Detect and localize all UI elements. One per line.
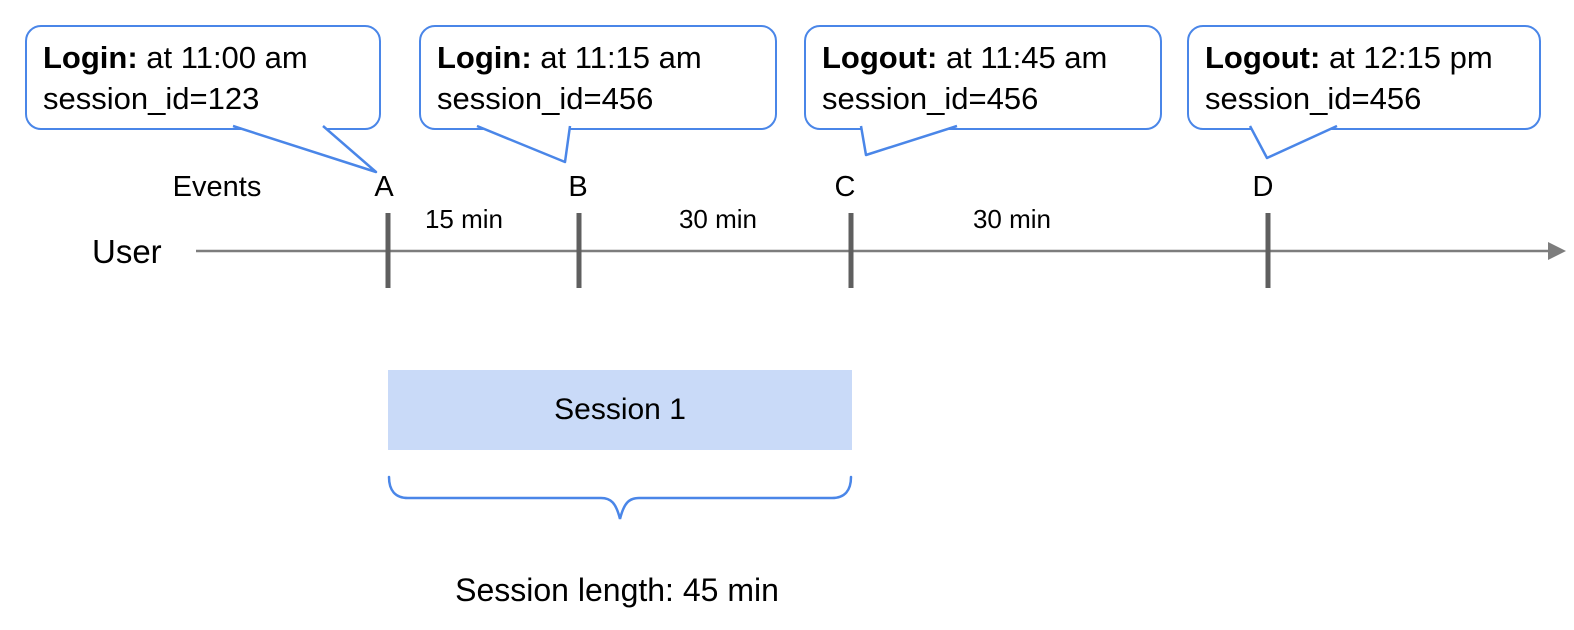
interval-c-d-label: 30 min xyxy=(972,204,1052,234)
session-1-label: Session 1 xyxy=(554,393,686,426)
callout-tail-b xyxy=(476,124,572,164)
callout-title: Logout: xyxy=(822,40,938,75)
callout-line-1: Login: at 11:15 am xyxy=(437,37,759,78)
session-brace xyxy=(387,475,853,520)
session-1-bar: Session 1 xyxy=(388,370,852,450)
user-actor-label: User xyxy=(92,233,162,270)
callout-detail: session_id=456 xyxy=(822,81,1039,116)
callout-title: Login: xyxy=(437,40,532,75)
callout-detail: session_id=456 xyxy=(1205,81,1422,116)
event-letter-b: B xyxy=(568,171,588,203)
callout-tail-d xyxy=(1248,124,1338,160)
event-letter-a: A xyxy=(374,171,394,203)
callout-tail-a xyxy=(232,124,378,174)
callout-time: at 11:00 am xyxy=(137,40,308,75)
session-length-label: Session length: 45 min xyxy=(455,572,779,608)
callout-logout-c: Logout: at 11:45 am session_id=456 xyxy=(804,25,1162,130)
event-letter-c: C xyxy=(834,171,856,203)
event-letter-d: D xyxy=(1252,171,1274,203)
callout-time: at 12:15 pm xyxy=(1320,40,1493,75)
callout-login-b: Login: at 11:15 am session_id=456 xyxy=(419,25,777,130)
callout-detail: session_id=123 xyxy=(43,81,260,116)
callout-title: Login: xyxy=(43,40,138,75)
callout-line-1: Logout: at 11:45 am xyxy=(822,37,1144,78)
callout-time: at 11:15 am xyxy=(531,40,702,75)
interval-a-b-label: 15 min xyxy=(424,204,504,234)
callout-title: Logout: xyxy=(1205,40,1321,75)
callout-tail-c xyxy=(859,124,958,157)
callout-line-1: Logout: at 12:15 pm xyxy=(1205,37,1523,78)
timeline-arrowhead-icon xyxy=(1548,242,1566,260)
callout-time: at 11:45 am xyxy=(937,40,1108,75)
callout-line-1: Login: at 11:00 am xyxy=(43,37,363,78)
callout-logout-d: Logout: at 12:15 pm session_id=456 xyxy=(1187,25,1541,130)
callout-detail: session_id=456 xyxy=(437,81,654,116)
callout-login-a: Login: at 11:00 am session_id=123 xyxy=(25,25,381,130)
interval-b-c-label: 30 min xyxy=(678,204,758,234)
events-axis-label: Events xyxy=(172,171,262,203)
